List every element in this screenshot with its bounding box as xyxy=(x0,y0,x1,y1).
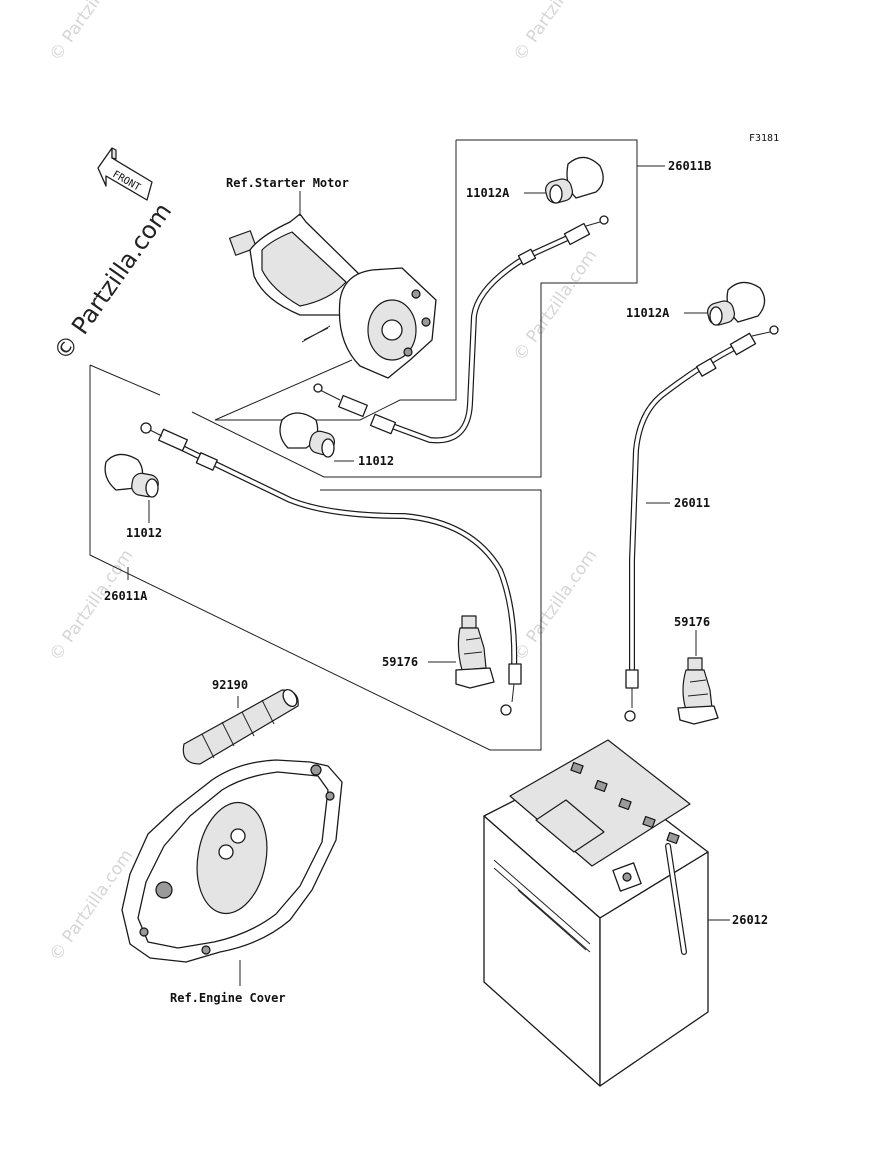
label-11012-mid: 11012 xyxy=(358,454,394,468)
label-26012: 26012 xyxy=(732,913,768,927)
watermark-main: © Partzilla.com xyxy=(48,198,177,366)
label-11012-left: 11012 xyxy=(126,526,162,540)
cable-26011b xyxy=(313,215,609,444)
engine-cover xyxy=(121,759,343,963)
label-26011b: 26011B xyxy=(668,159,711,173)
label-26011a: 26011A xyxy=(104,589,148,603)
label-engine-cover: Ref.Engine Cover xyxy=(170,991,286,1005)
boot-59176-mid xyxy=(455,615,495,689)
label-59176-right: 59176 xyxy=(674,615,710,629)
label-starter-motor: Ref.Starter Motor xyxy=(226,176,349,190)
cap-11012-left xyxy=(104,453,159,498)
cable-26011 xyxy=(624,325,779,722)
front-arrow: FRONT xyxy=(97,147,153,201)
label-11012a-top: 11012A xyxy=(466,186,510,200)
watermark: © Partzilla.com xyxy=(46,546,138,665)
starter-motor xyxy=(228,213,437,379)
cap-11012-mid xyxy=(279,412,336,458)
label-26011: 26011 xyxy=(674,496,710,510)
boot-59176-right xyxy=(677,657,719,725)
figure-code: F3181 xyxy=(749,133,779,144)
cap-11012a-right xyxy=(707,281,766,326)
vent-tube-92190 xyxy=(182,688,299,765)
group-outlines xyxy=(89,139,638,751)
watermark: © Partzilla.com xyxy=(510,0,602,65)
watermark: © Partzilla.com xyxy=(510,546,602,665)
label-59176-mid: 59176 xyxy=(382,655,418,669)
cable-26011a xyxy=(140,422,522,716)
label-11012a-right: 11012A xyxy=(626,306,670,320)
watermark: © Partzilla.com xyxy=(46,0,138,65)
label-92190: 92190 xyxy=(212,678,248,692)
battery-26012 xyxy=(483,739,709,1087)
cap-11012a-top xyxy=(545,156,604,204)
